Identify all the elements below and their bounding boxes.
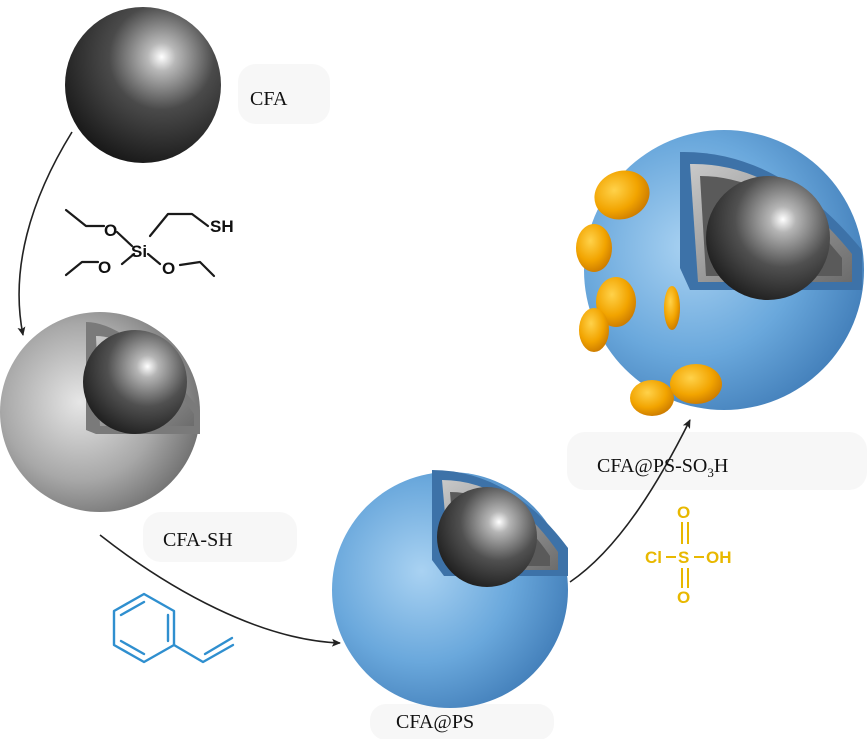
cfa-ps-so3h-sphere (584, 130, 864, 410)
cfa-sh-label-backdrop (143, 512, 297, 562)
cfa-label-backdrop (238, 64, 330, 124)
chlorosulfonic-oxygen-top: O (677, 503, 690, 522)
arrow-cfa-to-cfa-sh (17, 131, 73, 336)
silane-reagent-structure (64, 208, 216, 278)
cfa-sphere (65, 7, 221, 163)
cfa-label: CFA (250, 88, 288, 110)
silane-oxygen-3: O (162, 259, 175, 278)
cfa-ps-label-backdrop (370, 704, 554, 739)
arrow-cfa-ps-to-cfa-ps-so3h (569, 419, 691, 583)
cfa-ps-sphere (332, 470, 568, 708)
cfa-sh-label: CFA-SH (163, 529, 233, 551)
cfa-ps-so3h-label-main: CFA@PS-SO (597, 455, 707, 477)
silane-oxygen-1: O (104, 221, 117, 240)
cfa-ps-so3h-label-subscript: 3 (707, 465, 714, 480)
chlorosulfonic-oxygen-bottom: O (677, 588, 690, 607)
sulfonic-acid-particles (576, 170, 722, 416)
styrene-structure (112, 592, 235, 664)
silane-oxygen-2: O (98, 258, 111, 277)
arrow-cfa-sh-to-cfa-ps (99, 534, 341, 647)
chlorosulfonic-hydroxyl: OH (706, 548, 732, 567)
chlorosulfonic-sulfur: S (678, 548, 689, 567)
chlorosulfonic-chlorine: Cl (645, 548, 662, 567)
cfa-ps-so3h-label-end: H (714, 455, 728, 477)
cfa-ps-label: CFA@PS (396, 711, 474, 733)
cfa-sh-sphere (0, 312, 200, 512)
silane-silicon: Si (131, 242, 147, 261)
cfa-ps-so3h-label: CFA@PS-SO3H (597, 455, 728, 480)
silane-thiol-group: SH (210, 217, 234, 236)
chlorosulfonic-acid-structure (666, 522, 704, 588)
cfa-ps-so3h-label-backdrop (567, 432, 867, 490)
